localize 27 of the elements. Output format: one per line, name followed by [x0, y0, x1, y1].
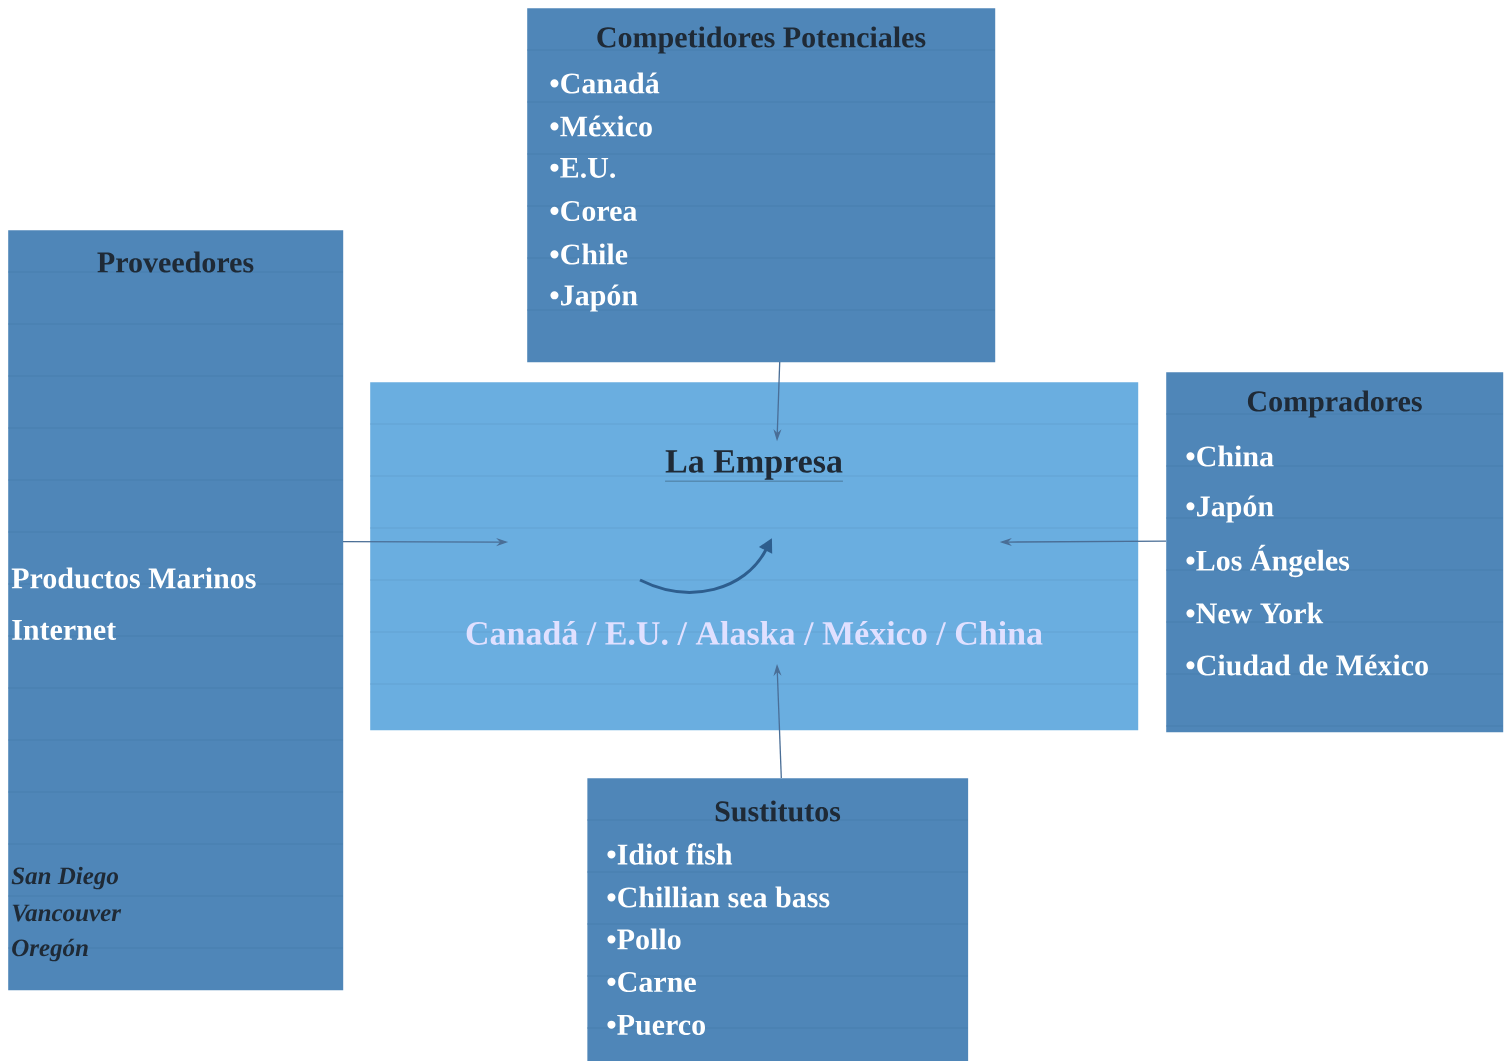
list-item: •New York	[1186, 602, 1324, 624]
list-item: •Canadá	[550, 72, 660, 94]
list-item: •México	[550, 115, 652, 137]
list-item: •Los Ángeles	[1186, 544, 1350, 578]
list-item: •China	[1186, 445, 1274, 467]
heading: La Empresa	[664, 450, 844, 482]
list-item: •Japón	[550, 284, 638, 312]
list-item: •Chile	[550, 243, 628, 265]
list-item: Oregón	[12, 938, 88, 962]
list-item: Internet	[12, 620, 117, 640]
list-item: •Ciudad de México	[1186, 654, 1428, 676]
region-list: Canadá / E.U. / Alaska / México / China	[466, 620, 1043, 646]
heading: Compradores	[1247, 390, 1422, 418]
heading: Sustitutos	[715, 800, 841, 822]
list-item: •Puerco	[607, 1015, 705, 1035]
heading: Competidores Potenciales	[597, 26, 926, 54]
list-item: •Japón	[1186, 495, 1274, 523]
list-item: Vancouver	[12, 904, 122, 922]
list-item: Productos Marinos	[11, 567, 256, 589]
heading: Proveedores	[97, 251, 254, 273]
list-item: •Carne	[607, 971, 696, 993]
list-item: •Pollo	[607, 928, 681, 950]
list-item: •E.U.	[550, 157, 616, 179]
list-item: San Diego	[11, 866, 118, 890]
list-item: •Chillian sea bass	[607, 886, 830, 908]
list-item: •Idiot fish	[607, 843, 733, 865]
list-item: •Corea	[550, 200, 637, 222]
